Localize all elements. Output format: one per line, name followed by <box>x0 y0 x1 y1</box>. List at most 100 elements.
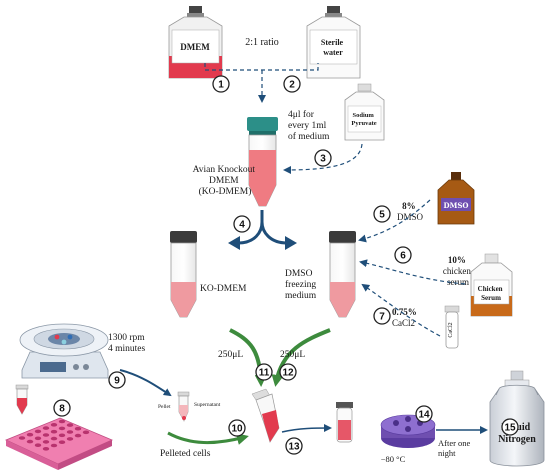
sample-tube <box>15 384 29 415</box>
step-14-number: 14 <box>418 410 430 421</box>
temperature-label: −80 °C <box>381 454 406 464</box>
pellet-label: Pellet <box>158 404 171 410</box>
well <box>26 432 34 437</box>
step-1-number: 1 <box>218 80 224 91</box>
sodium-pyruvate-label: Sodium Pyruvate <box>351 112 376 127</box>
centrifuge-settings-label: 1300 rpm 4 minutes <box>108 333 147 354</box>
well-plate <box>4 417 114 470</box>
step-12-marker <box>279 363 297 381</box>
chicken-serum-label: Chicken Serum <box>478 285 505 302</box>
step-15-marker <box>501 418 519 436</box>
ko-dmem-tube-large <box>247 117 278 207</box>
step-5-marker <box>373 205 391 223</box>
step-3-marker <box>314 149 332 167</box>
step-7-marker <box>373 307 391 325</box>
cacl2-vial: CaCl2 <box>444 305 460 349</box>
step-6-number: 6 <box>400 251 406 262</box>
step-3-number: 3 <box>320 154 326 165</box>
dmso-bottle-label: DMSO <box>444 201 469 210</box>
serum-arrow <box>359 259 466 285</box>
step-14-marker <box>415 405 433 423</box>
after-night-label: After one night <box>438 438 472 458</box>
pellet-tube <box>177 391 190 422</box>
step-11-marker <box>255 363 273 381</box>
step-13-number: 13 <box>288 442 300 453</box>
well <box>34 443 42 448</box>
green-arrow-right <box>271 328 331 387</box>
cacl2-amount-label: 0.75% CaCl2 <box>392 307 419 328</box>
cacl2-arrow <box>361 283 441 337</box>
sodium-pyruvate-bottle: Sodium Pyruvate <box>344 83 385 141</box>
cacl2-vial-label: CaCl2 <box>448 322 454 337</box>
split-arrow-right <box>260 221 288 245</box>
ko-dmem-full-label: Avian Knockout DMEM (KO-DMEM) <box>193 165 258 197</box>
volume-right-label: 250μL <box>280 350 305 360</box>
well <box>34 429 42 434</box>
well <box>58 419 66 424</box>
pelleted-cells-label: Pelleted cells <box>160 449 211 459</box>
well <box>66 423 74 427</box>
well-grid <box>18 419 90 451</box>
freezing-medium-tube <box>329 231 356 318</box>
well <box>82 430 90 435</box>
step-11-number: 11 <box>259 368 270 379</box>
step-8-number: 8 <box>59 404 65 415</box>
dmem-bottle-label: DMEM <box>180 42 210 52</box>
step-4-marker <box>233 215 251 233</box>
per-ml-label: 4μl for every 1ml of medium <box>288 109 330 142</box>
step-9-marker <box>108 371 126 389</box>
well <box>42 426 50 430</box>
serum-amount-label: 10% chicken serum <box>443 255 473 287</box>
sterile-water-bottle: Sterile water <box>306 6 361 79</box>
centrifuge-arrow <box>119 369 172 397</box>
dmem-bottle: DMEM <box>168 6 223 79</box>
step-8-marker <box>53 399 71 417</box>
well <box>50 429 58 434</box>
well <box>66 437 74 441</box>
step-1-marker <box>212 75 230 93</box>
well <box>58 426 66 431</box>
well <box>26 439 34 444</box>
ratio-label: 2:1 ratio <box>245 37 279 48</box>
well <box>50 436 58 441</box>
sterile-water-line2: water <box>323 48 343 57</box>
pellet-green-arrow <box>167 431 249 445</box>
nitrogen-dewar <box>489 370 545 467</box>
sterile-water-label: Sterile water <box>321 38 345 57</box>
sterile-water-line1: Sterile <box>321 38 344 47</box>
well <box>58 433 66 438</box>
step-2-marker <box>283 75 301 93</box>
well <box>66 430 74 434</box>
cryovial <box>336 402 353 443</box>
cryovial-arrow <box>281 424 332 433</box>
dmso-arrow <box>358 199 431 243</box>
well <box>50 423 58 427</box>
ko-dmem-label: KO-DMEM <box>200 284 247 294</box>
step-12-number: 12 <box>282 368 294 379</box>
ko-dmem-tube <box>170 231 197 318</box>
well <box>42 447 50 451</box>
dmso-bottle: DMSO <box>437 172 475 225</box>
step-2-number: 2 <box>289 80 295 91</box>
supernatant-label: Supernatant <box>194 402 221 408</box>
well <box>34 436 42 441</box>
step-6-marker <box>394 246 412 264</box>
volume-left-label: 250μL <box>218 350 243 360</box>
well <box>74 433 82 438</box>
resuspended-tube <box>251 388 280 443</box>
step-13-marker <box>285 437 303 455</box>
step-15-number: 15 <box>504 423 516 434</box>
centrifuge <box>19 323 109 379</box>
well <box>18 436 26 440</box>
freezing-medium-label: DMSO freezing medium <box>285 269 319 301</box>
step-5-number: 5 <box>379 210 385 221</box>
well <box>42 440 50 444</box>
well <box>58 440 66 445</box>
well <box>50 443 58 448</box>
step-10-number: 10 <box>231 424 243 435</box>
step-9-number: 9 <box>114 376 120 387</box>
step-4-number: 4 <box>239 220 245 231</box>
